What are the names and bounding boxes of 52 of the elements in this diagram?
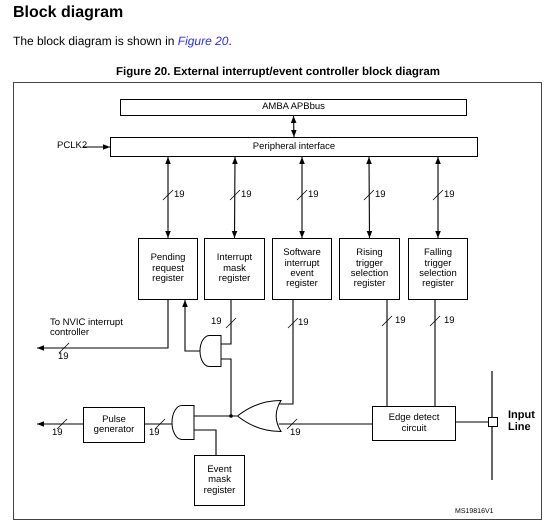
bus-width-label: 19: [211, 317, 222, 326]
bus-box: AMBA APBbus: [120, 99, 467, 116]
connector-line: [386, 300, 388, 406]
arrow: [232, 157, 238, 238]
bus-width-label: 19: [444, 190, 455, 200]
arrow: [182, 300, 200, 352]
bus-width-label: 19: [375, 190, 386, 200]
connector-line: [434, 300, 436, 406]
register-box: Pending request register: [138, 238, 198, 300]
bus-width-label: 19: [290, 428, 301, 438]
bus-width-label: 19: [52, 428, 63, 438]
connector-line: [145, 423, 172, 425]
bus-width-label: 19: [444, 316, 455, 326]
pin-label: Input Line: [508, 409, 536, 434]
arrow: [290, 116, 297, 138]
register-box: Pulse generator: [83, 407, 145, 443]
register-box: Event mask register: [194, 455, 245, 506]
bus-width-label: 19: [308, 190, 319, 200]
connector-line: [194, 415, 237, 417]
arrow: [435, 157, 441, 238]
register-box: Edge detect circuit: [372, 406, 456, 441]
intro-sentence: The block diagram is shown in Figure 20.: [13, 34, 232, 48]
signal-name: PCLK2: [57, 141, 88, 152]
arrow: [165, 157, 171, 238]
and-gate: [172, 405, 194, 440]
bus-width-label: 19: [58, 352, 69, 362]
register-box: Falling trigger selection register: [408, 238, 468, 300]
connector-line: [456, 421, 488, 423]
bus-width-label: 19: [241, 190, 252, 200]
register-box: Rising trigger selection register: [339, 238, 400, 300]
figure-caption: Figure 20. External interrupt/event controller block diagram: [115, 66, 441, 78]
connector-line: [278, 423, 372, 425]
connector-line: [278, 300, 294, 405]
output-label: To NVIC interrupt controller: [37, 318, 147, 348]
arrow: [37, 300, 169, 351]
arrow: [83, 144, 110, 150]
register-box: Interrupt mask register: [204, 238, 265, 300]
bus-width-label: 19: [395, 316, 406, 326]
register-box: Software interrupt event register: [272, 238, 332, 300]
bus-width-label: 19: [174, 190, 185, 200]
connector-line: [194, 429, 217, 455]
connector-line: [221, 300, 232, 345]
and-gate: [200, 335, 221, 367]
or-gate: [237, 400, 281, 432]
arrow: [366, 157, 372, 238]
interface-box: Peripheral interface: [110, 137, 478, 157]
bus-width-label: 19: [149, 428, 160, 438]
arrow: [299, 157, 305, 238]
pin-square: [488, 417, 498, 427]
bus-width-label: 19: [298, 318, 309, 328]
section-heading: Block diagram: [13, 4, 124, 22]
arrow: [37, 421, 83, 427]
